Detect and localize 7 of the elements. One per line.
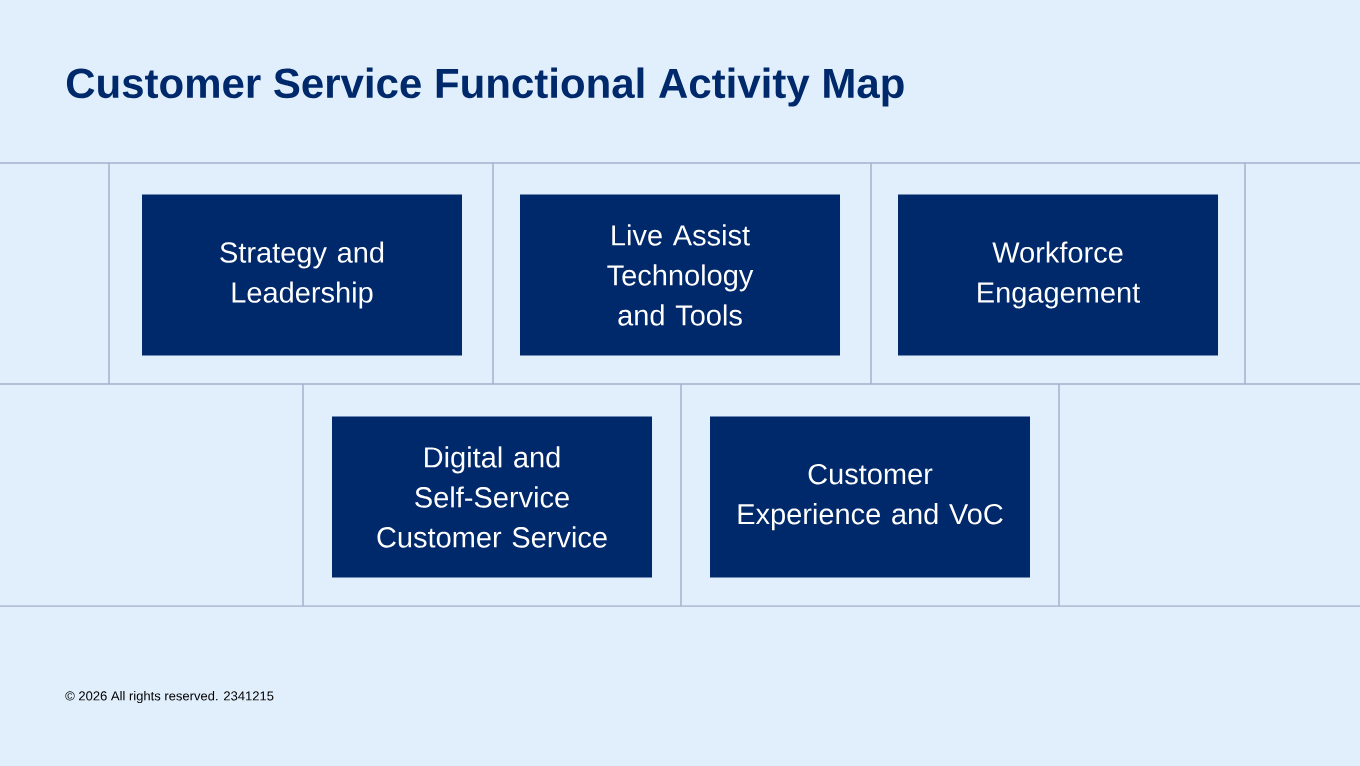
activity-box: Strategy and Leadership bbox=[142, 194, 462, 356]
copyright-note: © 2026 All rights reserved. 2341215 bbox=[65, 690, 274, 704]
activity-box: Customer Experience and VoC bbox=[710, 416, 1030, 578]
activity-box: Workforce Engagement bbox=[898, 194, 1218, 356]
activity-box: Digital and Self-Service Customer Service bbox=[332, 416, 652, 578]
activity-box: Live Assist Technology and Tools bbox=[520, 194, 840, 356]
title: Customer Service Functional Activity Map bbox=[66, 67, 904, 107]
